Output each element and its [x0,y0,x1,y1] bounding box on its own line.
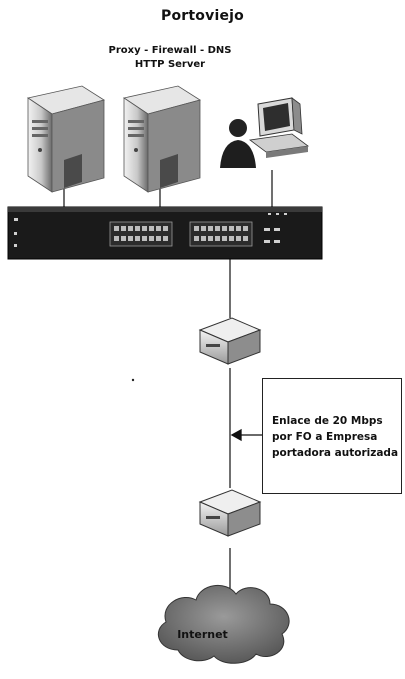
http-server-icon [122,85,201,193]
link-description-line-2: por FO a Empresa [272,431,378,443]
link-arrow [230,428,262,442]
local-router-icon [198,317,262,365]
connection-lines [63,170,273,590]
proxy-server-icon [26,85,105,193]
link-description-box [262,378,402,494]
provider-router-icon [198,489,262,537]
core-switch-icon [7,206,323,260]
proxy-server-label: Proxy - Firewall - DNS [108,45,232,56]
stray-dot [131,378,135,382]
link-description-line-1: Enlace de 20 Mbps [272,415,383,427]
admin-workstation-icon [220,97,310,168]
internet-cloud-icon [157,585,290,664]
diagram-title: Portoviejo [161,8,244,24]
link-description-line-3: portadora autorizada [272,447,399,459]
internet-label: Internet [177,628,228,641]
http-server-label: HTTP Server [134,59,206,70]
